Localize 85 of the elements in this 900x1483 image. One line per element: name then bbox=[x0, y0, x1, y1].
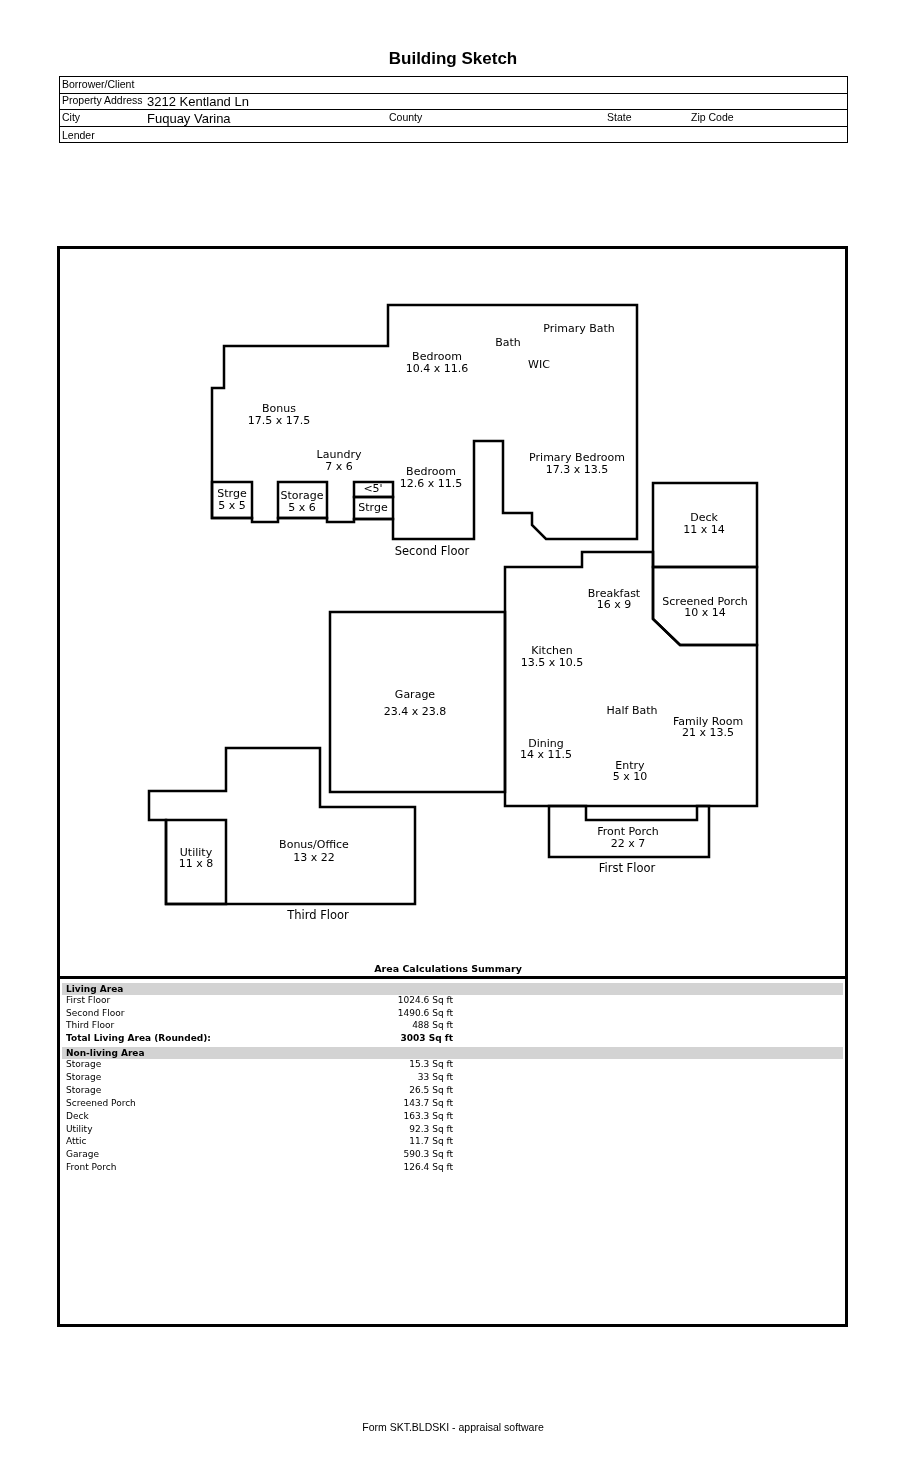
room-label: 17.5 x 17.5 bbox=[247, 415, 311, 427]
floor-label: Third Floor bbox=[287, 909, 349, 921]
form-field-label: County bbox=[389, 112, 423, 124]
room-label: 13.5 x 10.5 bbox=[520, 657, 584, 669]
area-name: Utility bbox=[66, 1125, 93, 1135]
area-name: Screened Porch bbox=[66, 1099, 136, 1109]
form-field-label: Lender bbox=[62, 130, 95, 142]
room-label: 7 x 6 bbox=[325, 461, 353, 473]
room-label: Bedroom bbox=[412, 351, 462, 363]
room-label: 5 x 10 bbox=[612, 771, 648, 783]
room-label: 11 x 14 bbox=[683, 524, 725, 536]
room-label: Half Bath bbox=[606, 705, 658, 717]
room-label: Kitchen bbox=[531, 645, 573, 657]
room-label: 5 x 6 bbox=[288, 502, 316, 514]
room-label: 16 x 9 bbox=[596, 599, 632, 611]
area-name: Garage bbox=[66, 1150, 99, 1160]
room-label: 12.6 x 11.5 bbox=[399, 478, 463, 490]
area-name: Storage bbox=[66, 1060, 102, 1070]
summary-heading: Area Calculations Summary bbox=[374, 963, 522, 975]
room-label: 11 x 8 bbox=[178, 858, 214, 870]
area-value: 11.7 Sq ft bbox=[409, 1137, 453, 1147]
area-value: 3003 Sq ft bbox=[400, 1034, 453, 1044]
room-label: Laundry bbox=[316, 449, 362, 461]
area-value: 26.5 Sq ft bbox=[409, 1086, 453, 1096]
form-footer: Form SKT.BLDSKI - appraisal software bbox=[362, 1422, 544, 1434]
floor-label: Second Floor bbox=[394, 545, 470, 557]
room-label: 5 x 5 bbox=[218, 500, 246, 512]
room-label: Garage bbox=[394, 689, 436, 701]
section-header: Non-living Area bbox=[62, 1047, 843, 1059]
area-name: Deck bbox=[66, 1112, 89, 1122]
area-value: 1490.6 Sq ft bbox=[397, 1009, 453, 1019]
area-name: Attic bbox=[66, 1137, 87, 1147]
area-name: Third Floor bbox=[66, 1021, 115, 1031]
area-name: Storage bbox=[66, 1073, 102, 1083]
room-label: WIC bbox=[528, 359, 550, 371]
room-label: 13 x 22 bbox=[293, 852, 335, 864]
room-label: Bonus bbox=[262, 403, 296, 415]
room-label: Strge bbox=[217, 488, 247, 500]
area-name: Storage bbox=[66, 1086, 102, 1096]
area-value: 143.7 Sq ft bbox=[403, 1099, 453, 1109]
room-label: Primary Bath bbox=[543, 323, 615, 335]
area-name: Front Porch bbox=[66, 1163, 117, 1173]
room-label: 22 x 7 bbox=[610, 838, 646, 850]
room-label: Screened Porch bbox=[662, 596, 748, 608]
room-label: Bonus/Office bbox=[279, 839, 349, 851]
room-label: Family Room bbox=[672, 716, 744, 728]
room-label: 10.4 x 11.6 bbox=[405, 363, 469, 375]
room-label: 14 x 11.5 bbox=[520, 749, 572, 761]
room-label: 21 x 13.5 bbox=[682, 727, 734, 739]
area-value: 33 Sq ft bbox=[417, 1073, 453, 1083]
area-name: Second Floor bbox=[66, 1009, 125, 1019]
room-label: <5' bbox=[363, 483, 383, 495]
form-field-label: Zip Code bbox=[691, 112, 734, 124]
area-value: 126.4 Sq ft bbox=[403, 1163, 453, 1173]
form-field-label: Borrower/Client bbox=[62, 79, 135, 91]
form-field-value: 3212 Kentland Ln bbox=[147, 94, 249, 110]
room-label: 23.4 x 23.8 bbox=[383, 706, 447, 718]
floor-label: First Floor bbox=[598, 862, 656, 874]
area-name: Total Living Area (Rounded): bbox=[66, 1034, 211, 1044]
room-label: Utility bbox=[179, 847, 213, 859]
area-name: First Floor bbox=[66, 996, 111, 1006]
room-label: Primary Bedroom bbox=[529, 452, 625, 464]
room-label: Entry bbox=[615, 760, 645, 772]
room-label: 17.3 x 13.5 bbox=[545, 464, 609, 476]
area-value: 163.3 Sq ft bbox=[403, 1112, 453, 1122]
area-value: 488 Sq ft bbox=[412, 1021, 453, 1031]
form-field-label: City bbox=[62, 112, 81, 124]
room-label: Deck bbox=[690, 512, 718, 524]
area-value: 590.3 Sq ft bbox=[403, 1150, 453, 1160]
room-label: Strge bbox=[358, 502, 388, 514]
room-label: Dining bbox=[528, 738, 564, 750]
page-title: Building Sketch bbox=[387, 49, 519, 69]
room-label: 10 x 14 bbox=[684, 607, 726, 619]
form-field-label: Property Address bbox=[62, 95, 143, 107]
area-value: 15.3 Sq ft bbox=[409, 1060, 453, 1070]
room-label: Bedroom bbox=[406, 466, 456, 478]
area-value: 92.3 Sq ft bbox=[409, 1125, 453, 1135]
form-field-label: State bbox=[607, 112, 632, 124]
room-label: Storage bbox=[280, 490, 324, 502]
form-field-value: Fuquay Varina bbox=[147, 111, 231, 127]
section-header: Living Area bbox=[62, 983, 843, 995]
room-label: Front Porch bbox=[597, 826, 659, 838]
area-value: 1024.6 Sq ft bbox=[397, 996, 453, 1006]
room-label: Bath bbox=[495, 337, 521, 349]
room-label: Breakfast bbox=[587, 588, 641, 600]
